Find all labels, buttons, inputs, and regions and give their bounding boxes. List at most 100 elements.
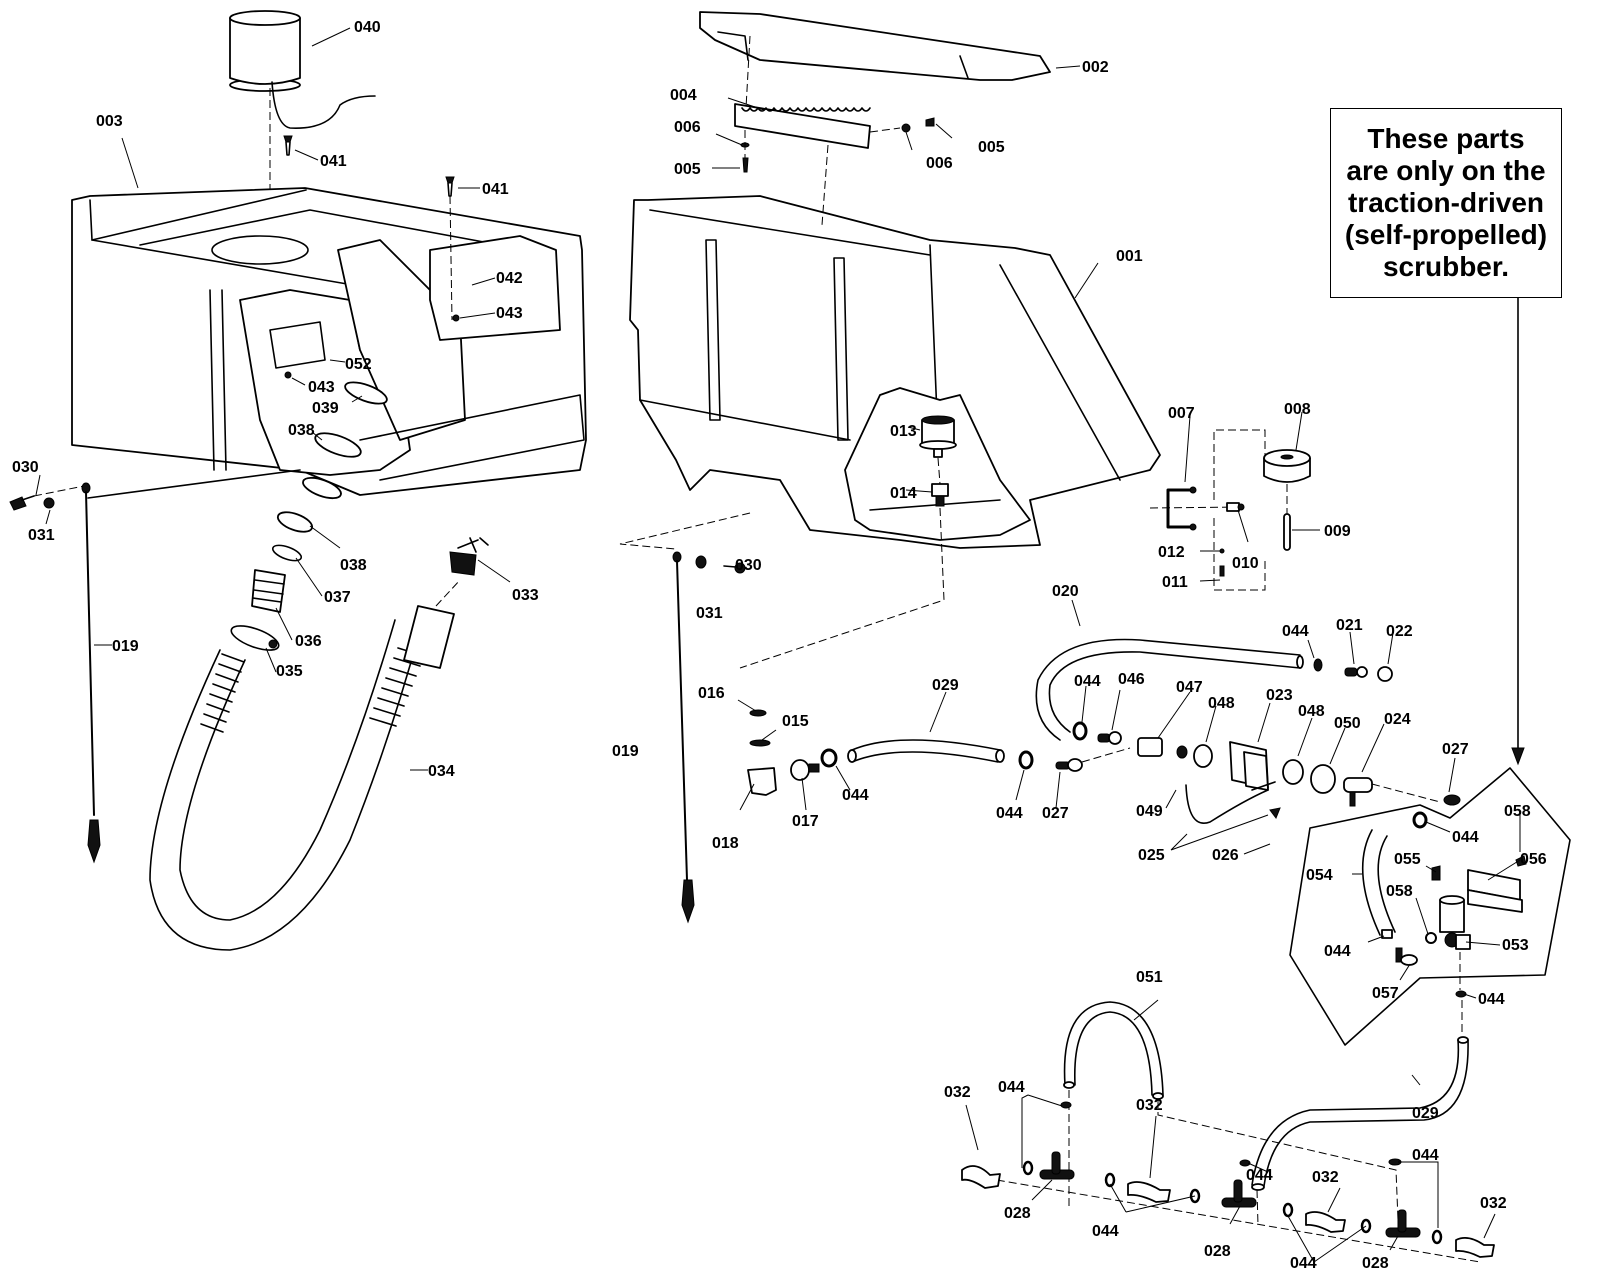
- washer-048: [1193, 744, 1213, 768]
- plate-056: [1467, 869, 1523, 913]
- label-008: 008: [1284, 401, 1311, 418]
- label-022: 022: [1386, 623, 1413, 640]
- label-044: 044: [1478, 991, 1505, 1008]
- label-034: 034: [428, 763, 455, 780]
- label-013: 013: [890, 423, 917, 440]
- solenoid-valve-053: [1439, 895, 1471, 950]
- label-055: 055: [1394, 851, 1421, 868]
- label-028: 028: [1204, 1243, 1231, 1260]
- label-044: 044: [1412, 1147, 1439, 1164]
- label-046: 046: [1118, 671, 1145, 688]
- float-switch-040: [229, 10, 376, 190]
- solution-tank-001: [629, 195, 1161, 549]
- label-054: 054: [1306, 867, 1333, 884]
- label-029: 029: [932, 677, 959, 694]
- washer-016: [749, 709, 767, 717]
- label-009: 009: [1324, 523, 1351, 540]
- bracket-023: [1229, 741, 1276, 791]
- gasket-038: [276, 511, 314, 533]
- cap-022: [1377, 666, 1393, 682]
- tube-032: [961, 1165, 1001, 1189]
- wheel-008: [1263, 449, 1311, 483]
- fitting-046: [1097, 731, 1122, 745]
- label-057: 057: [1372, 985, 1399, 1002]
- label-032: 032: [1312, 1169, 1339, 1186]
- screw-030: [9, 495, 35, 511]
- hose-054: [1361, 829, 1396, 936]
- label-050: 050: [1334, 715, 1361, 732]
- label-044: 044: [1452, 829, 1479, 846]
- note-line: scrubber.: [1382, 251, 1510, 282]
- label-024: 024: [1384, 711, 1411, 728]
- label-005: 005: [674, 161, 701, 178]
- label-003: 003: [96, 113, 123, 130]
- tee-028: [1385, 1209, 1421, 1238]
- axle-009: [1283, 513, 1291, 551]
- screw-005: [742, 157, 749, 173]
- label-010: 010: [1232, 555, 1259, 572]
- label-001: 001: [1116, 248, 1143, 265]
- fitting-017: [790, 759, 820, 781]
- fitting-036: [251, 569, 286, 613]
- screw-041: [445, 176, 455, 321]
- tank-cover-002: [699, 11, 1051, 81]
- drain-cable-019: [672, 551, 695, 924]
- tube-032: [1455, 1236, 1495, 1258]
- elbow-027: [1055, 758, 1083, 772]
- label-026: 026: [1212, 847, 1239, 864]
- label-033: 033: [512, 587, 539, 604]
- note-line: (self-propelled): [1344, 219, 1548, 250]
- label-041: 041: [320, 153, 347, 170]
- sensor-013: [919, 415, 957, 458]
- hose-clamp-035: [230, 625, 280, 651]
- label-023: 023: [1266, 687, 1293, 704]
- valve-024: [1343, 777, 1373, 807]
- bracket-004: [734, 103, 871, 149]
- fitting-021: [1344, 666, 1368, 678]
- washer-006: [901, 123, 911, 133]
- wire-025: [1185, 784, 1269, 824]
- label-040: 040: [354, 19, 381, 36]
- screw-011: [1219, 565, 1225, 577]
- label-028: 028: [1004, 1205, 1031, 1222]
- note-line: These parts: [1367, 123, 1525, 154]
- screw-030: [723, 562, 746, 574]
- label-031: 031: [696, 605, 723, 622]
- label-038: 038: [288, 422, 315, 439]
- drain-plug-033: [449, 537, 489, 576]
- washer-031: [43, 497, 55, 509]
- pin-010: [1226, 502, 1245, 512]
- note-line: are only on the: [1346, 155, 1546, 186]
- washer-050: [1310, 764, 1336, 794]
- clamp-044: [1018, 750, 1034, 770]
- label-016: 016: [698, 685, 725, 702]
- recovery-tank-003: [71, 187, 587, 500]
- washer-049: [1176, 745, 1188, 759]
- nut-043: [284, 371, 292, 379]
- tube-029: [847, 739, 1005, 763]
- label-053: 053: [1502, 937, 1529, 954]
- label-031: 031: [28, 527, 55, 544]
- label-027: 027: [1042, 805, 1069, 822]
- label-006: 006: [926, 155, 953, 172]
- label-044: 044: [1290, 1255, 1317, 1270]
- label-043: 043: [308, 379, 335, 396]
- label-030: 030: [735, 557, 762, 574]
- elbow-027: [1443, 794, 1461, 806]
- label-004: 004: [670, 87, 697, 104]
- label-044: 044: [842, 787, 869, 804]
- washer-012: [1219, 548, 1225, 554]
- label-029: 029: [1412, 1105, 1439, 1122]
- label-015: 015: [782, 713, 809, 730]
- clamp-044: [1239, 1159, 1251, 1167]
- label-019: 019: [112, 638, 139, 655]
- tee-028: [1039, 1151, 1075, 1180]
- clamp-044: [1431, 1229, 1443, 1245]
- o-ring-037: [271, 544, 303, 562]
- label-025: 025: [1138, 847, 1165, 864]
- u-bracket-007: [1166, 486, 1197, 531]
- nut-043: [452, 314, 460, 322]
- hose-020: [1035, 638, 1304, 741]
- label-032: 032: [944, 1084, 971, 1101]
- label-007: 007: [1168, 405, 1195, 422]
